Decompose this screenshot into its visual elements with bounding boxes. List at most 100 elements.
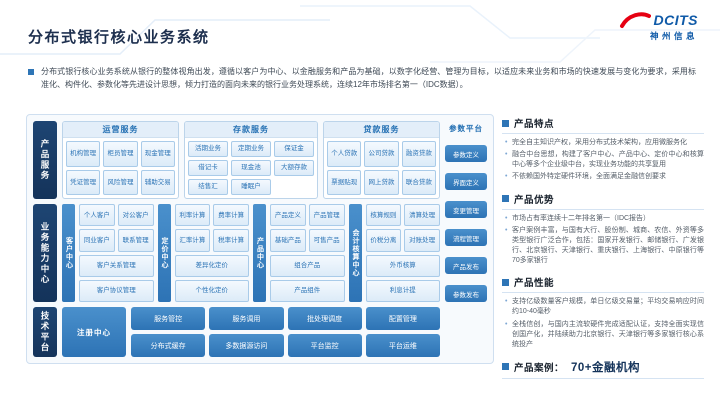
module-box: 客户关系管理 xyxy=(79,254,154,277)
product-performance-section: 产品性能 支持亿级数量客户规模，单日亿级交易量；平均交易响应时间约10-40毫秒… xyxy=(502,275,704,352)
accounting-center-tab: 会计核算中心 xyxy=(348,204,362,302)
param-box: 变更管理 xyxy=(445,201,487,218)
module-box: 睡眠户 xyxy=(230,179,272,195)
module-box: 借记卡 xyxy=(187,160,228,176)
section-body: 市场占有率连续十二年排名第一（IDC报告） 客户案例丰富，与国有大行、股份制、城商… xyxy=(502,214,704,267)
case-value: 70+金融机构 xyxy=(571,361,641,374)
module-box: 大额存款 xyxy=(274,160,315,176)
module-box: 产品管理 xyxy=(308,204,345,227)
section-body: 支持亿级数量客户规模，单日亿级交易量；平均交易响应时间约10-40毫秒全栈信创，… xyxy=(502,297,704,350)
bullet-item: 完全自主知识产权，采用分布式技术架构，应用微服务化 xyxy=(504,138,704,148)
module-box: 税率计算 xyxy=(213,229,249,252)
business-capability-band: 客户中心 个人客户对公客户同业客户联系管理客户关系管理客户协议管理 定价中心 利… xyxy=(62,204,440,302)
section-body: 完全自主知识产权，采用分布式技术架构，应用微服务化融合中台思想，构建了客户中心、… xyxy=(502,138,704,183)
bullet-square-icon xyxy=(28,69,34,75)
section-header: 产品性能 xyxy=(502,275,704,294)
tech-platform-modules: 服务管控服务调用批处理调度配置管理分布式缓存多数据源访问平台监控平台运维 xyxy=(131,307,440,357)
section-title: 产品优势 xyxy=(514,194,555,206)
section-title: 产品特点 xyxy=(514,119,555,130)
group-items: 个人贷款公司贷款融资贷款票据贴现网上贷款联合贷款 xyxy=(324,138,439,198)
param-box: 界面定义 xyxy=(445,173,487,190)
module-box: 联合贷款 xyxy=(401,169,436,195)
customer-center-modules: 个人客户对公客户同业客户联系管理客户关系管理客户协议管理 xyxy=(79,204,154,302)
section-title: 产品性能 xyxy=(514,278,555,290)
group-header: 运营服务 xyxy=(63,122,178,138)
bullet-item: 融合中台思想，构建了客户中心、产品中心、定价中心和核算中心等多个企业级中台，实现… xyxy=(504,150,704,170)
module-box: 清算处理 xyxy=(404,204,440,227)
module-box: 网上贷款 xyxy=(364,169,399,195)
product-advantages-section: 产品优势 市场占有率连续十二年排名第一（IDC报告） 客户案例丰富，与国有大行、股… xyxy=(502,192,704,269)
module-box: 结售汇 xyxy=(187,179,228,195)
module-box: 差异化定价 xyxy=(174,254,249,277)
bullet-item: 不依赖国外特定硬件环境，全面满足金融信创要求 xyxy=(504,172,704,182)
module-box: 同业客户 xyxy=(79,229,115,252)
module-box: 利率计算 xyxy=(174,204,211,227)
param-box: 参数发布 xyxy=(445,285,487,302)
tech-module-box: 多数据源访问 xyxy=(209,334,284,357)
module-box: 产品定义 xyxy=(270,204,306,227)
architecture-diagram: 产品服务 业务能力中心 技术平台 运营服务 机构管理柜员管理现金管理凭证管理风险… xyxy=(26,114,494,364)
product-cases-section: 产品案例： 70+金融机构 xyxy=(502,359,704,383)
module-box: 定期业务 xyxy=(230,141,272,157)
tech-module-box: 服务管控 xyxy=(131,307,206,330)
param-box: 参数定义 xyxy=(445,145,487,162)
module-box: 个性化定价 xyxy=(174,279,249,302)
bullet-item: 支持亿级数量客户规模，单日亿级交易量；平均交易响应时间约10-40毫秒 xyxy=(504,297,704,317)
loan-services-group: 贷款服务 个人贷款公司贷款融资贷款票据贴现网上贷款联合贷款 xyxy=(323,121,440,199)
module-box: 保证金 xyxy=(274,141,315,157)
logo-swoosh-icon xyxy=(619,12,651,28)
product-services-band: 运营服务 机构管理柜员管理现金管理凭证管理风险管理辅助交易 存款服务 活期业务定… xyxy=(62,121,440,199)
side-label-business-capability-center: 业务能力中心 xyxy=(33,204,57,302)
bullet-square-icon xyxy=(502,363,509,371)
param-box: 流程管理 xyxy=(445,229,487,246)
section-header: 产品特点 xyxy=(502,116,704,134)
module-box: 个人贷款 xyxy=(327,141,362,167)
parameter-platform-column: 参数平台 参数定义 界面定义 变更管理 流程管理 产品发布 参数发布 xyxy=(445,121,487,302)
module-box: 对公客户 xyxy=(117,204,154,227)
section-header: 产品案例： 70+金融机构 xyxy=(502,359,704,379)
module-box: 活期业务 xyxy=(187,141,228,157)
bullet-item: 客户案例丰富，与国有大行、股份制、城商、农信、外资等多类型银行广泛合作，包括：国… xyxy=(504,226,704,267)
bullet-square-icon xyxy=(502,119,509,127)
module-box: 组合产品 xyxy=(270,254,345,277)
module-box: 外币核算 xyxy=(365,254,440,277)
module-box: 个人客户 xyxy=(79,204,115,227)
tech-module-box: 服务调用 xyxy=(209,307,284,330)
tech-module-box: 平台运维 xyxy=(365,334,440,357)
pricing-center-tab: 定价中心 xyxy=(157,204,171,302)
module-box: 基础产品 xyxy=(270,229,306,252)
module-box: 现金管理 xyxy=(140,141,175,167)
module-box: 对账处理 xyxy=(404,229,440,252)
logo-row: DCITS xyxy=(619,11,699,29)
deposit-services-group: 存款服务 活期业务定期业务保证金借记卡现金池大额存款结售汇睡眠户 xyxy=(183,121,319,199)
section-title: 产品案例： xyxy=(514,362,565,374)
customer-center-tab: 客户中心 xyxy=(62,204,75,302)
group-header: 存款服务 xyxy=(184,122,318,138)
side-label-product-services: 产品服务 xyxy=(33,121,57,199)
module-box: 可售产品 xyxy=(308,229,345,252)
bullet-square-icon xyxy=(502,278,509,286)
param-box: 产品发布 xyxy=(445,257,487,274)
module-box: 机构管理 xyxy=(66,141,101,167)
tech-platform-band: 注册中心 服务管控服务调用批处理调度配置管理分布式缓存多数据源访问平台监控平台运… xyxy=(62,307,440,357)
group-header: 贷款服务 xyxy=(324,122,439,138)
main-content: 产品服务 业务能力中心 技术平台 运营服务 机构管理柜员管理现金管理凭证管理风险… xyxy=(26,114,704,379)
module-box: 辅助交易 xyxy=(140,169,175,195)
module-box: 柜员管理 xyxy=(103,141,138,167)
group-items: 活期业务定期业务保证金借记卡现金池大额存款结售汇睡眠户 xyxy=(185,138,317,198)
bullet-item: 全栈信创，与国内主流软硬件完成适配认证，支持全面实现信创国产化，并陆续助力北京银… xyxy=(504,320,704,350)
side-label-tech-platform: 技术平台 xyxy=(33,307,57,357)
module-box: 票据贴现 xyxy=(327,169,362,195)
bullet-square-icon xyxy=(502,195,509,203)
operation-services-group: 运营服务 机构管理柜员管理现金管理凭证管理风险管理辅助交易 xyxy=(62,121,179,199)
page-title: 分布式银行核心业务系统 xyxy=(28,29,210,46)
bullet-item: 市场占有率连续十二年排名第一（IDC报告） xyxy=(504,214,704,224)
pricing-center-modules: 利率计算费率计算汇率计算税率计算差异化定价个性化定价 xyxy=(174,204,249,302)
module-box: 客户协议管理 xyxy=(79,279,154,302)
right-info-panel: 产品特点 完全自主知识产权，采用分布式技术架构，应用微服务化融合中台思想，构建了… xyxy=(502,114,704,379)
registry-center-box: 注册中心 xyxy=(62,307,126,357)
logo-subtitle: 神州信息 xyxy=(649,31,698,41)
module-box: 价税分离 xyxy=(365,229,402,252)
product-features-section: 产品特点 完全自主知识产权，采用分布式技术架构，应用微服务化融合中台思想，构建了… xyxy=(502,116,704,185)
